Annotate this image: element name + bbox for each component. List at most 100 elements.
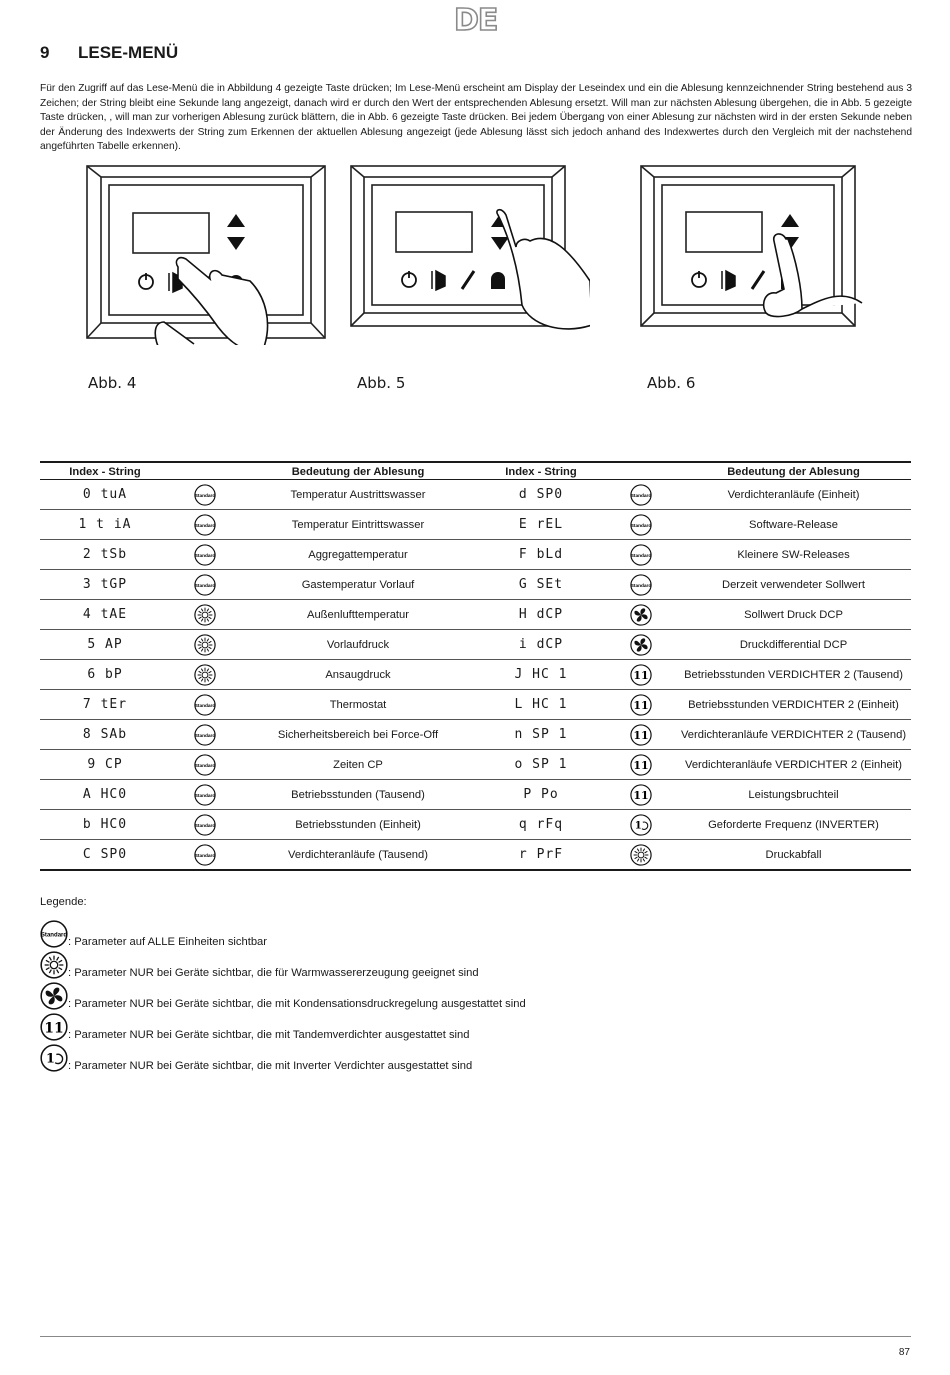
standard-icon: Standard	[194, 843, 216, 866]
legend-text: : Parameter NUR bei Geräte sichtbar, die…	[68, 1029, 470, 1041]
header-index-string-right: Index - String	[476, 461, 606, 480]
scope-icon-cell: Standard	[170, 539, 240, 570]
controller-figure-6	[640, 165, 863, 327]
scope-icon-cell: 1	[606, 809, 676, 840]
meaning-cell: Betriebsstunden (Tausend)	[240, 779, 476, 810]
tandem-compressor-icon: 11	[630, 783, 652, 806]
header-meaning-left: Bedeutung der Ablesung	[240, 461, 476, 480]
svg-text:Standard: Standard	[631, 582, 652, 588]
meaning-cell: Leistungsbruchteil	[676, 779, 911, 810]
header-meaning-right: Bedeutung der Ablesung	[676, 461, 911, 480]
reading-meaning: Verdichteranläufe (Einheit)	[727, 488, 860, 501]
svg-text:Standard: Standard	[631, 552, 652, 558]
index-string: 2 tSb	[82, 547, 128, 562]
index-string-cell: 9 CP	[40, 749, 170, 780]
scope-icon-cell: Standard	[606, 509, 676, 540]
svg-text:11: 11	[633, 729, 648, 742]
scope-icon-cell: 11	[606, 749, 676, 780]
svg-text:Standard: Standard	[195, 852, 216, 858]
svg-text:1: 1	[46, 1052, 55, 1067]
index-string-cell: 1 t iA	[40, 509, 170, 540]
sun-icon	[194, 603, 216, 626]
scope-icon-cell: Standard	[606, 569, 676, 600]
svg-text:11: 11	[633, 669, 648, 682]
index-string: L HC 1	[514, 697, 568, 712]
standard-icon: Standard	[630, 483, 652, 506]
standard-icon: Standard	[194, 723, 216, 746]
meaning-cell: Verdichteranläufe (Tausend)	[240, 839, 476, 871]
svg-text:Standard: Standard	[195, 762, 216, 768]
reading-meaning: Betriebsstunden (Tausend)	[291, 788, 425, 801]
standard-icon: Standard	[194, 813, 216, 836]
scope-icon-cell	[170, 629, 240, 660]
meaning-cell: Druckdifferential DCP	[676, 629, 911, 660]
index-string: 8 SAb	[82, 727, 128, 742]
svg-text:Standard: Standard	[195, 492, 216, 498]
table-row: C SP0 Standard Verdichteranläufe (Tausend)…	[40, 839, 911, 871]
scope-icon-cell: 11	[606, 779, 676, 810]
table-header-row: Index - String Bedeutung der Ablesung In…	[40, 461, 911, 480]
index-string-cell: 5 AP	[40, 629, 170, 660]
readings-table: Index - String Bedeutung der Ablesung In…	[40, 461, 911, 871]
svg-text:Standard: Standard	[195, 822, 216, 828]
scope-icon-cell: Standard	[170, 509, 240, 540]
standard-icon: Standard	[194, 543, 216, 566]
svg-text:Standard: Standard	[195, 522, 216, 528]
scope-icon-cell: Standard	[170, 569, 240, 600]
meaning-cell: Betriebsstunden VERDICHTER 2 (Einheit)	[676, 689, 911, 720]
svg-text:11: 11	[633, 699, 648, 712]
meaning-cell: Derzeit verwendeter Sollwert	[676, 569, 911, 600]
index-string-cell: q rFq	[476, 809, 606, 840]
standard-icon: Standard	[630, 513, 652, 536]
section-number: 9	[40, 43, 50, 62]
meaning-cell: Zeiten CP	[240, 749, 476, 780]
legend-item: Standard: Parameter auf ALLE Einheiten s…	[40, 920, 267, 948]
reading-meaning: Verdichteranläufe VERDICHTER 2 (Einheit)	[684, 758, 902, 771]
inverter-icon: 1	[630, 813, 652, 836]
legend-item: : Parameter NUR bei Geräte sichtbar, die…	[40, 982, 526, 1010]
index-string-cell: G SEt	[476, 569, 606, 600]
scope-icon-cell: Standard	[170, 719, 240, 750]
index-string-cell: J HC 1	[476, 659, 606, 690]
reading-meaning: Zeiten CP	[333, 758, 383, 771]
scope-icon-cell: Standard	[606, 479, 676, 510]
index-string-cell: n SP 1	[476, 719, 606, 750]
svg-text:11: 11	[633, 759, 648, 772]
index-string: 5 AP	[87, 637, 123, 652]
svg-text:Standard: Standard	[195, 732, 216, 738]
header-index-string-left: Index - String	[40, 461, 170, 480]
svg-text:Standard: Standard	[195, 552, 216, 558]
meaning-cell: Temperatur Austrittswasser	[240, 479, 476, 510]
legend-text: : Parameter auf ALLE Einheiten sichtbar	[68, 936, 268, 948]
tandem-compressor-icon: 11	[630, 663, 652, 686]
index-string: C SP0	[82, 847, 128, 862]
meaning-cell: Betriebsstunden (Einheit)	[240, 809, 476, 840]
svg-text:Standard: Standard	[41, 932, 68, 938]
meaning-cell: Verdichteranläufe VERDICHTER 2 (Tausend)	[676, 719, 911, 750]
scope-icon-cell: Standard	[170, 479, 240, 510]
scope-icon-cell: Standard	[170, 689, 240, 720]
fan-icon	[40, 982, 68, 1010]
language-badge: DE	[453, 3, 499, 38]
index-string-cell: i dCP	[476, 629, 606, 660]
meaning-cell: Gastemperatur Vorlauf	[240, 569, 476, 600]
svg-text:Standard: Standard	[631, 492, 652, 498]
index-string: P Po	[523, 787, 559, 802]
reading-meaning: Verdichteranläufe VERDICHTER 2 (Tausend)	[680, 728, 907, 741]
index-string-cell: F bLd	[476, 539, 606, 570]
reading-meaning: Betriebsstunden VERDICHTER 2 (Einheit)	[688, 698, 899, 711]
meaning-cell: Druckabfall	[676, 839, 911, 871]
reading-meaning: Temperatur Austrittswasser	[290, 488, 426, 501]
index-string-cell: 6 bP	[40, 659, 170, 690]
footer-rule	[40, 1336, 911, 1337]
